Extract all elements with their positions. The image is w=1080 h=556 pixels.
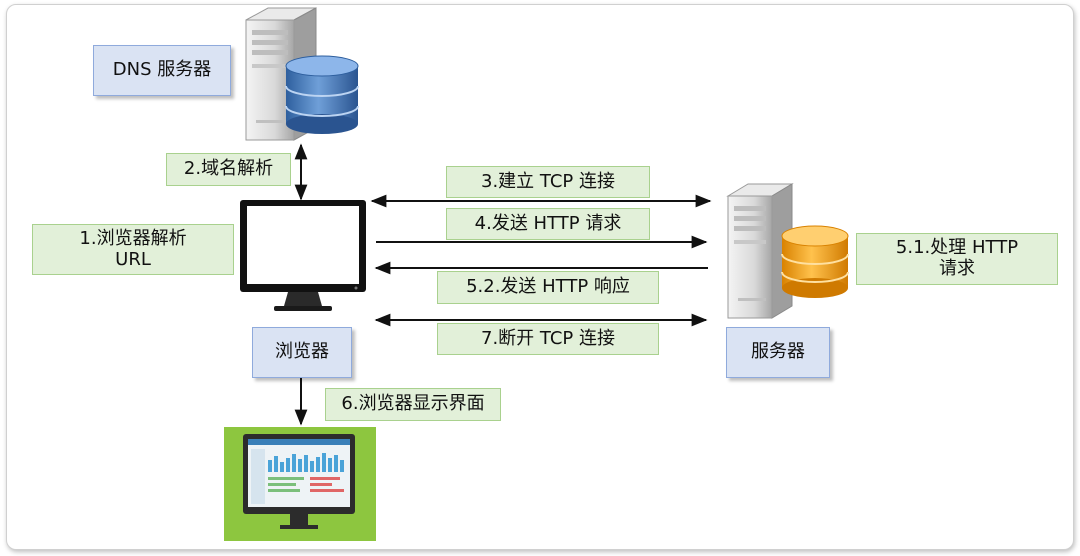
arrows <box>294 143 712 426</box>
step-5-1-line-2: 请求 <box>939 258 975 279</box>
step-1-label: 1.浏览器解析 URL <box>32 224 234 275</box>
dashboard-screen-icon <box>224 427 376 541</box>
step-7-label: 7.断开 TCP 连接 <box>437 323 659 355</box>
step-5-1-line-1: 5.1.处理 HTTP <box>895 237 1019 259</box>
step-2-label: 2.域名解析 <box>166 153 291 186</box>
web-database-icon <box>781 225 849 298</box>
dns-server-label: DNS 服务器 <box>93 45 231 96</box>
step-1-line-2: URL <box>115 248 151 270</box>
step-4-label: 4.发送 HTTP 请求 <box>446 208 650 240</box>
step-6-label: 6.浏览器显示界面 <box>325 388 501 421</box>
step-3-label: 3.建立 TCP 连接 <box>446 166 650 198</box>
monitor-icon <box>240 200 366 311</box>
step-1-line-1: 1.浏览器解析 <box>79 227 187 249</box>
dns-database-icon <box>285 55 359 134</box>
step-5-2-label: 5.2.发送 HTTP 响应 <box>437 271 659 304</box>
browser-label: 浏览器 <box>252 327 352 378</box>
step-5-1-label: 5.1.处理 HTTP 请求 <box>856 233 1058 285</box>
server-label: 服务器 <box>726 327 830 378</box>
